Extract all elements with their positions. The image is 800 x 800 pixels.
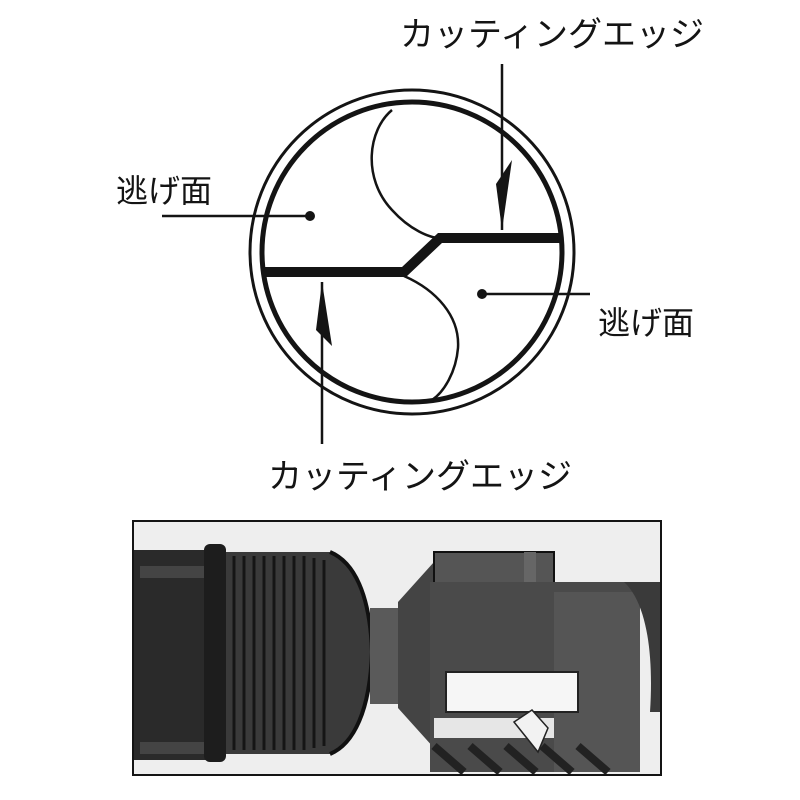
upper-flute-curve — [370, 109, 441, 240]
lower-flute-curve — [403, 274, 460, 402]
chuck-ring — [204, 544, 226, 762]
drill-body — [134, 550, 214, 760]
grinder-housing — [398, 551, 640, 774]
drill-tip-cross-section-diagram: カッティングエッジ 逃げ面 逃げ面 カッティングエッジ — [116, 15, 704, 497]
drill-sharpener-photo — [132, 520, 662, 776]
cutting-edge-arrowhead-bottom — [316, 282, 332, 346]
grinding-stone — [445, 671, 579, 713]
cutting-edge-label-bottom: カッティングエッジ — [268, 457, 572, 497]
cutting-edge-arrowhead-top — [496, 160, 512, 230]
chuck-nose — [370, 608, 400, 704]
knurled-chuck — [226, 550, 375, 756]
drill-chuck-grinder-photo-icon — [134, 522, 660, 774]
outer-circle — [248, 88, 576, 416]
relief-face-label-left: 逃げ面 — [116, 172, 212, 210]
cutting-edge-label-top: カッティングエッジ — [400, 15, 704, 55]
relief-face-dot-left — [305, 211, 315, 221]
cutting-edge-bar — [262, 233, 560, 277]
inner-circle — [259, 99, 565, 405]
relief-face-label-right: 逃げ面 — [598, 304, 694, 342]
